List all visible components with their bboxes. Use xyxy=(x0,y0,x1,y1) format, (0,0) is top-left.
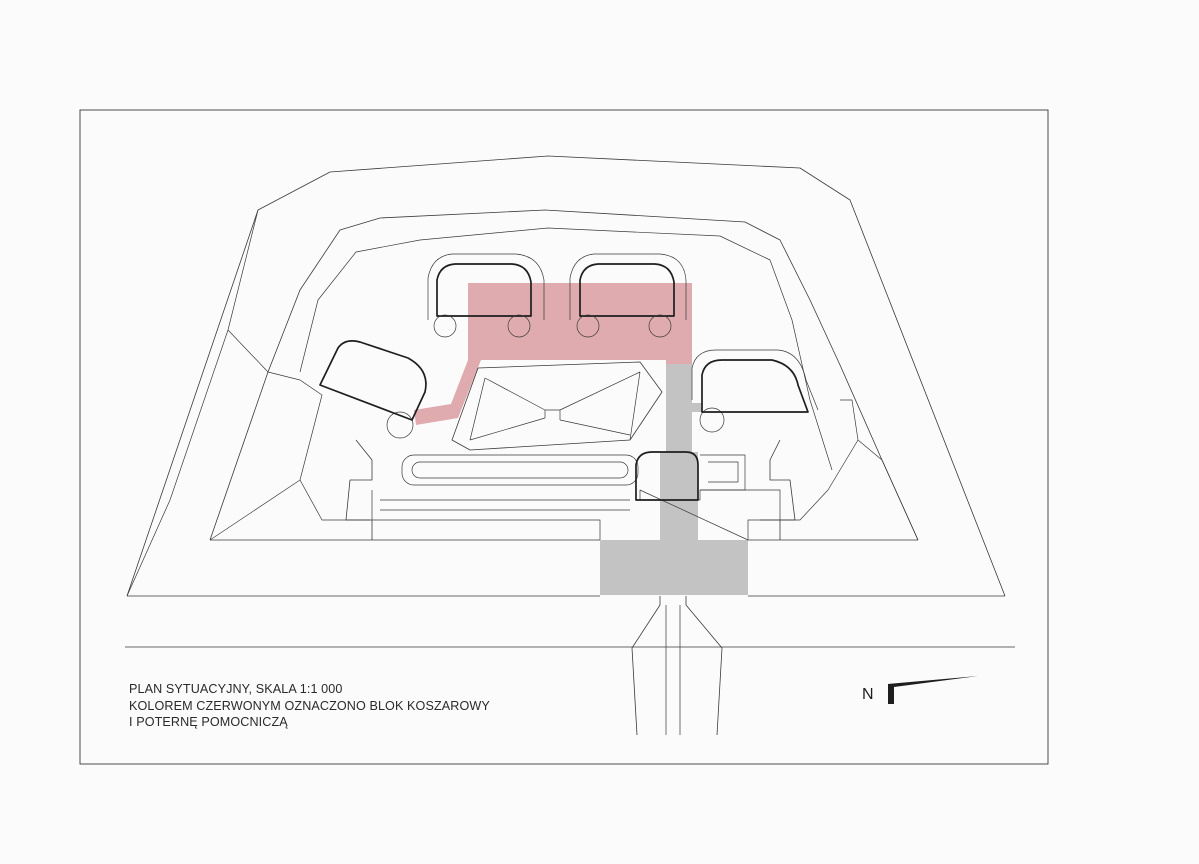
gate-passage xyxy=(631,596,723,736)
outer-glacis-outline xyxy=(126,155,1006,597)
caponier-upper-left xyxy=(436,263,532,317)
long-corridor-inner xyxy=(411,461,629,479)
long-corridor xyxy=(401,454,639,486)
lower-gallery xyxy=(371,489,781,541)
casemate-left xyxy=(319,340,427,421)
turret-2 xyxy=(507,314,531,338)
gallery-band xyxy=(380,499,630,511)
turret-1 xyxy=(433,314,457,338)
north-arrow-icon xyxy=(888,676,978,704)
caponier-upper-right xyxy=(579,263,675,317)
rampart-inner-outline xyxy=(299,227,833,471)
north-label: N xyxy=(862,686,874,703)
left-flank xyxy=(209,371,370,541)
right-flank xyxy=(760,399,919,541)
caption-line-2: KOLOREM CZERWONYM OZNACZONO BLOK KOSZARO… xyxy=(129,698,490,713)
left-counterscarp xyxy=(126,209,269,597)
casemate-right-outer xyxy=(691,349,819,411)
turret-6 xyxy=(699,407,725,433)
gate-passage-inner xyxy=(665,605,681,735)
casemate-right xyxy=(701,359,809,413)
caption-line-1: PLAN SYTUACYJNY, SKALA 1:1 000 xyxy=(129,682,343,696)
drawing-frame xyxy=(79,109,1049,765)
caponier-upper-right-outer xyxy=(569,253,687,320)
plan-caption: PLAN SYTUACYJNY, SKALA 1:1 000 KOLOREM C… xyxy=(129,681,490,731)
right-corridor xyxy=(700,454,746,491)
caponier-upper-left-outer xyxy=(427,253,545,320)
turret-3 xyxy=(576,314,600,338)
auxiliary-postern-gray xyxy=(600,364,748,595)
barracks-block-highlight xyxy=(414,283,692,425)
rampart-outline xyxy=(209,209,919,541)
casemate-center xyxy=(635,451,699,501)
caption-line-3: I POTERNĘ POMOCNICZĄ xyxy=(129,715,288,729)
turret-5 xyxy=(386,411,414,439)
inner-court-outline xyxy=(345,439,373,540)
turret-4 xyxy=(648,314,672,338)
central-keep-facets xyxy=(469,371,641,441)
